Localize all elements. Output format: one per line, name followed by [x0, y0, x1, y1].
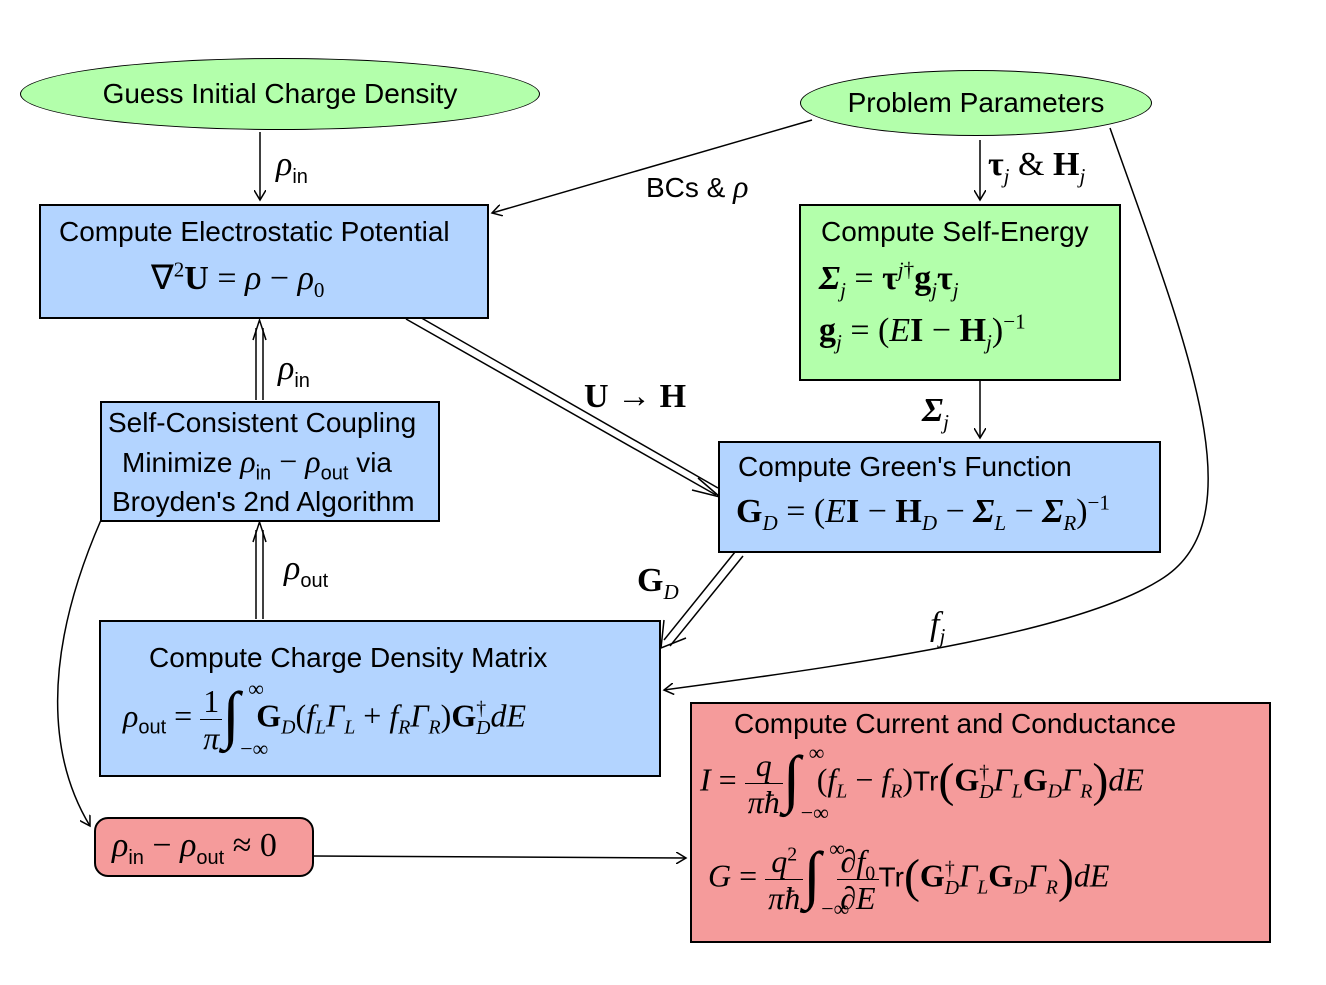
- edge-label-tau-h: τj & Hj: [988, 146, 1086, 188]
- edge-greens-to-density-b: [669, 555, 744, 647]
- edge-label-rho-out: ρout: [284, 550, 329, 592]
- electrostatic-potential-node: Compute Electrostatic Potential ∇2U = ρ …: [39, 204, 489, 319]
- edge-label-rho-in-mid: ρin: [278, 350, 310, 392]
- self-energy-equation: Σj = τj†gjτj: [819, 257, 959, 302]
- guess-initial-charge-density-node: Guess Initial Charge Density: [20, 58, 540, 130]
- greens-function-node: Compute Green's Function GD = (EI − HD −…: [718, 441, 1161, 553]
- edge-coupling-to-convergence: [56, 519, 102, 826]
- greens-title: Compute Green's Function: [738, 451, 1072, 482]
- current-title: Compute Current and Conductance: [734, 708, 1177, 739]
- convergence-check-node: ρin − ρout ≈ 0: [94, 817, 314, 877]
- charge-density-title: Compute Charge Density Matrix: [149, 642, 548, 673]
- edge-label-sigma-j: Σj: [922, 392, 949, 434]
- edge-potential-to-greens-b: [410, 311, 719, 489]
- self-energy-node: Compute Self-Energy Σj = τj†gjτj gj = (E…: [799, 204, 1121, 381]
- edge-greens-to-density-head: [660, 619, 687, 650]
- convergence-condition: ρin − ρout ≈ 0: [112, 827, 277, 869]
- edge-label-rho-in-top: ρin: [276, 146, 308, 188]
- edge-params-to-potential: [492, 119, 813, 213]
- coupling-minimize-label: Minimize: [122, 447, 233, 478]
- self-energy-title: Compute Self-Energy: [821, 216, 1089, 247]
- coupling-line3: Broyden's 2nd Algorithm: [112, 486, 415, 517]
- coupling-line2: Minimize ρin − ρout via: [122, 443, 392, 485]
- params-node-label: Problem Parameters: [847, 87, 1105, 118]
- electrostatic-title: Compute Electrostatic Potential: [59, 216, 450, 247]
- poisson-equation: ∇2U = ρ − ρ0: [151, 257, 325, 302]
- edge-greens-to-density-a: [663, 551, 736, 641]
- coupling-line1: Self-Consistent Coupling: [108, 407, 417, 438]
- edge-params-to-chargedensity: [664, 127, 1209, 690]
- edge-label-bcs-rho: BCs & ρ: [646, 168, 749, 204]
- edge-potential-to-greens-a: [405, 318, 717, 496]
- edge-label-u-to-h: U → H: [584, 378, 687, 415]
- guess-node-label: Guess Initial Charge Density: [102, 78, 458, 109]
- edge-convergence-to-current: [313, 856, 686, 858]
- edge-label-g-d: GD: [637, 562, 679, 604]
- problem-parameters-node: Problem Parameters: [800, 70, 1152, 136]
- edge-density-to-coupling-head: [252, 519, 267, 543]
- edge-coupling-to-potential-head: [252, 317, 267, 341]
- self-consistent-coupling-node: Self-Consistent Coupling Minimize ρin − …: [100, 401, 440, 522]
- coupling-via-label: via: [356, 447, 392, 478]
- edge-label-f-j: fj: [930, 606, 946, 648]
- surface-green-equation: gj = (EI − Hj)−1: [819, 309, 1026, 354]
- greens-equation: GD = (EI − HD − ΣL − ΣR)−1: [736, 490, 1110, 535]
